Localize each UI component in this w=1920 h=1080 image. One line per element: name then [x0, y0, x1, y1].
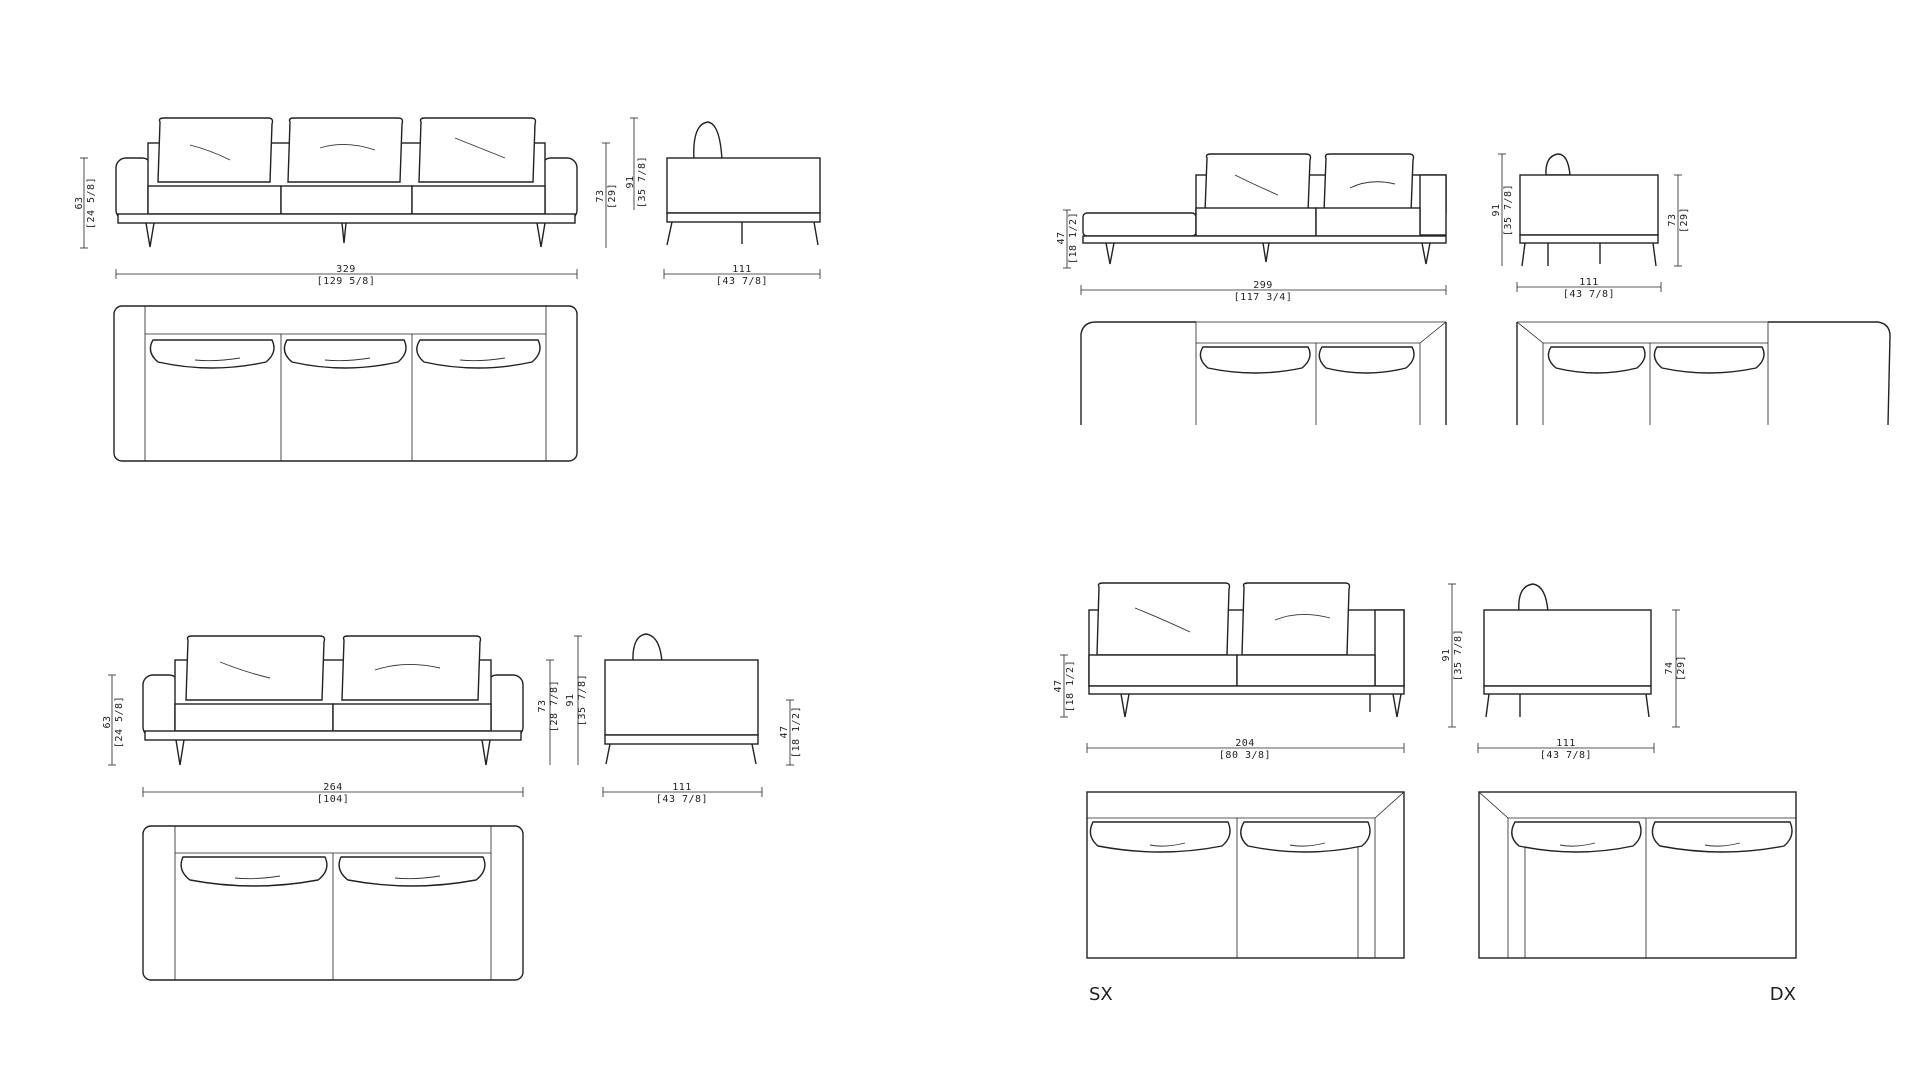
left-version-label: SX — [1089, 984, 1113, 1005]
one-arm-module-front-view — [1088, 582, 1405, 718]
one-arm-module-front-dimensions: 204 [80 3/8] 47 [18 1/2] — [1053, 654, 1405, 761]
armrest-height-cm: 63 — [102, 715, 113, 728]
total-height-in: [35 7/8] — [1453, 629, 1464, 681]
back-height-in: [28 7/8] — [549, 680, 560, 732]
sofa-2-seat-front-view — [142, 635, 524, 766]
back-height-cm: 73 — [1667, 213, 1678, 226]
sofa-2-seat-plan-view — [142, 825, 524, 981]
chaise-module-plan-view-right — [1516, 321, 1891, 426]
depth-cm: 111 — [672, 782, 692, 793]
depth-in: [43 7/8] — [716, 276, 768, 287]
armrest-height-in: [24 5/8] — [114, 696, 125, 748]
back-height-in: [29] — [607, 183, 618, 209]
width-in: [129 5/8] — [317, 276, 376, 287]
side-seat-height-in: [18 1/2] — [791, 706, 802, 758]
side-seat-height-cm: 47 — [779, 725, 790, 738]
depth-in: [43 7/8] — [1563, 289, 1615, 300]
chaise-module-side-view: 111 [43 7/8] 91 [35 7/8] 73 [29] — [1491, 153, 1690, 300]
total-height-cm: 91 — [1441, 648, 1452, 661]
one-arm-module-side-view: 111 [43 7/8] 91 [35 7/8] 74 [29] — [1441, 583, 1687, 761]
total-height-cm: 91 — [1491, 203, 1502, 216]
armrest-height-cm: 63 — [74, 196, 85, 209]
one-arm-module-plan-view-sx — [1086, 791, 1405, 959]
seat-height-cm: 47 — [1053, 679, 1064, 692]
width-in: [80 3/8] — [1219, 750, 1271, 761]
back-height-in: [29] — [1679, 207, 1690, 233]
width-cm: 299 — [1253, 280, 1273, 291]
back-height-cm: 73 — [595, 189, 606, 202]
width-in: [104] — [317, 794, 350, 805]
seat-height-in: [18 1/2] — [1068, 212, 1079, 264]
depth-cm: 111 — [1556, 738, 1576, 749]
sofa-2-seat-front-dimensions: 264 [104] 63 [24 5/8] 73 [28 7/8] 91 [35… — [102, 635, 588, 805]
total-height-in: [35 7/8] — [637, 156, 648, 208]
sofa-3-seat-front-view — [115, 117, 578, 248]
sofa-2-seat-side-view: 111 [43 7/8] 47 [18 1/2] — [602, 633, 802, 805]
chaise-module-plan-view-left — [1080, 321, 1447, 425]
total-height-cm: 91 — [625, 175, 636, 188]
chaise-module-front-view — [1082, 153, 1447, 265]
one-arm-module-plan-view-dx — [1478, 791, 1797, 959]
back-height-cm: 73 — [537, 699, 548, 712]
total-height-cm: 91 — [565, 693, 576, 706]
width-cm: 264 — [323, 782, 343, 793]
armrest-height-in: [24 5/8] — [86, 177, 97, 229]
sofa-3-seat-front-dimensions: 329 [129 5/8] 63 [24 5/8] 73 [29] 91 [35… — [74, 117, 648, 287]
depth-cm: 111 — [732, 264, 752, 275]
depth-in: [43 7/8] — [656, 794, 708, 805]
back-height-in: [29] — [1676, 655, 1687, 681]
sofa-3-seat-side-view: 111 [43 7/8] — [663, 121, 821, 287]
depth-cm: 111 — [1579, 277, 1599, 288]
chaise-module-front-dimensions: 299 [117 3/4] 47 [18 1/2] — [1056, 209, 1447, 303]
total-height-in: [35 7/8] — [577, 674, 588, 726]
seat-height-cm: 47 — [1056, 231, 1067, 244]
total-height-in: [35 7/8] — [1503, 184, 1514, 236]
depth-in: [43 7/8] — [1540, 750, 1592, 761]
seat-height-in: [18 1/2] — [1065, 660, 1076, 712]
back-height-cm: 74 — [1664, 661, 1675, 674]
right-version-label: DX — [1770, 984, 1796, 1005]
sofa-3-seat-plan-view — [113, 305, 578, 462]
width-cm: 329 — [336, 264, 356, 275]
width-cm: 204 — [1235, 738, 1255, 749]
width-in: [117 3/4] — [1234, 292, 1293, 303]
